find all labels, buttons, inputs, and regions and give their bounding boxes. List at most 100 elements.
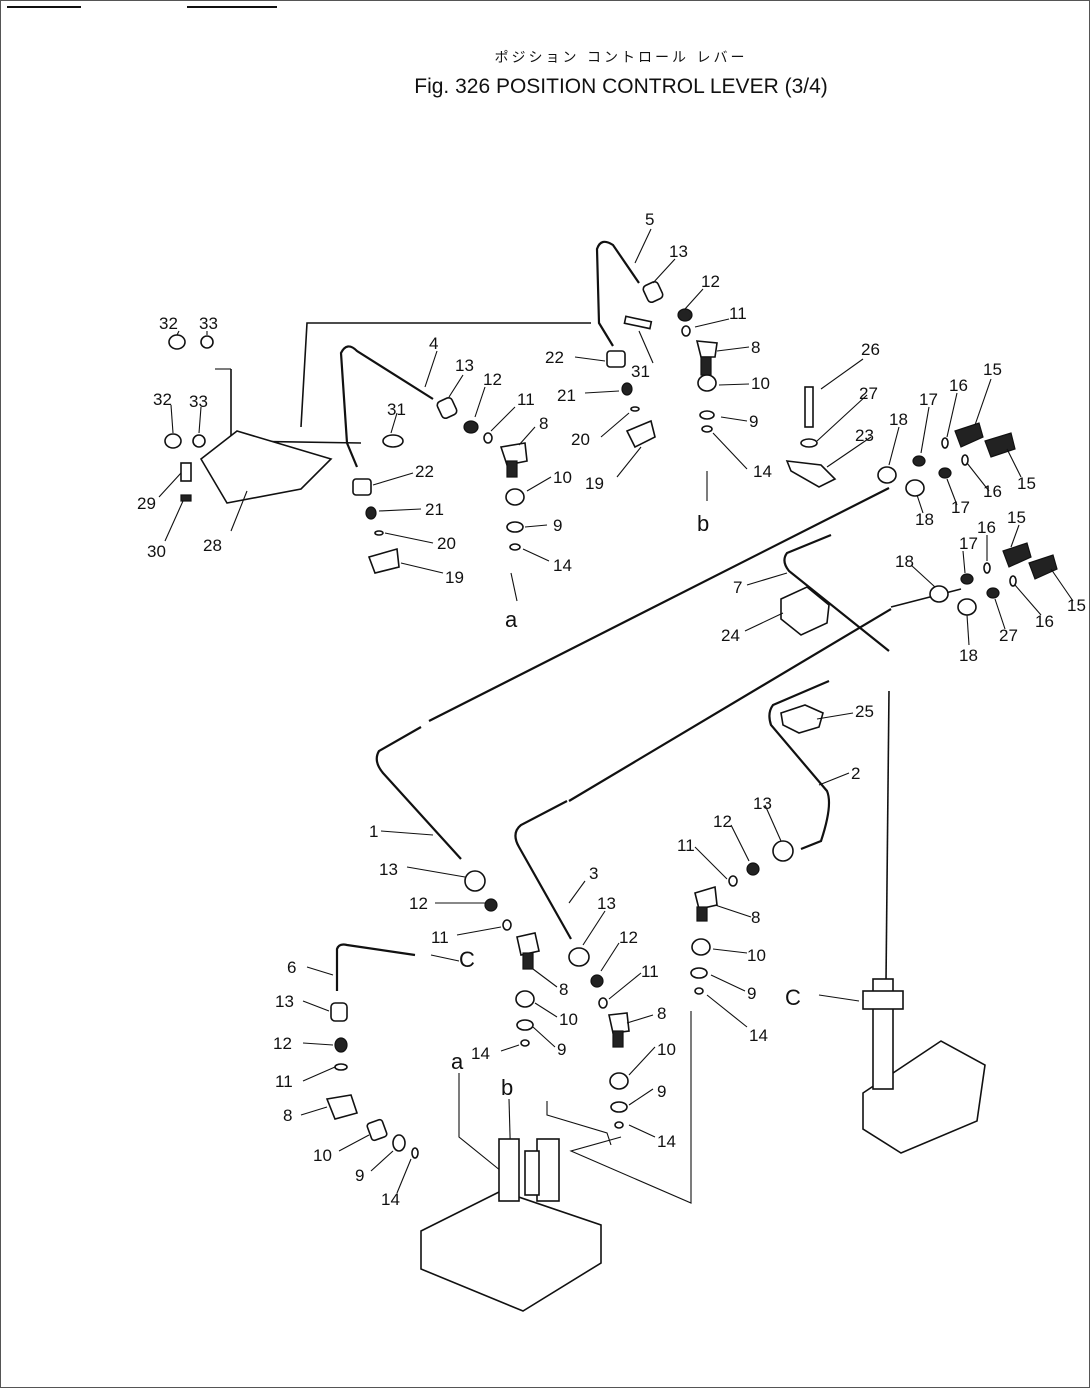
elbow-8 (499, 442, 528, 466)
o-ring-11 (502, 919, 512, 931)
elbow-19 (367, 547, 400, 574)
o-ring-14 (701, 425, 713, 433)
washer-9 (699, 410, 715, 420)
elbow-8 (694, 885, 718, 910)
nut-13 (464, 870, 486, 892)
pipe-6 (335, 943, 416, 991)
figure-title: Fig. 326 POSITION CONTROL LEVER (3/4) (414, 75, 828, 98)
valve-port (524, 1150, 540, 1196)
elbow-8-stem (506, 460, 518, 478)
sleeve-12 (677, 308, 693, 322)
arrow-a (510, 572, 518, 602)
nut-32 (164, 433, 182, 449)
bolt-26 (804, 386, 814, 428)
o-ring-16 (1009, 575, 1017, 587)
line-d (569, 1011, 692, 1204)
callout-16: 16 (983, 482, 1002, 501)
callout-15: 15 (983, 360, 1002, 379)
callout-18: 18 (959, 646, 978, 665)
callout-23: 23 (855, 426, 874, 445)
nut-10 (691, 938, 711, 956)
callout-32: 32 (153, 390, 172, 409)
clamp-25 (780, 704, 824, 734)
callout-13: 13 (379, 860, 398, 879)
callout-27: 27 (999, 626, 1018, 645)
callout-13: 13 (275, 992, 294, 1011)
callout-10: 10 (313, 1146, 332, 1165)
callout-22: 22 (545, 348, 564, 367)
nut-10 (697, 374, 717, 392)
callout-6: 6 (287, 958, 296, 977)
sleeve-12 (484, 898, 498, 912)
nut-13 (642, 280, 664, 304)
elbow-19 (625, 419, 656, 449)
clamp-24 (780, 586, 830, 636)
callout-11: 11 (641, 962, 659, 981)
plug-21 (365, 506, 377, 520)
figure-title-japanese: ポジション コントロール レバー (494, 50, 748, 66)
pipe-2 (768, 679, 831, 851)
adapter-15 (954, 422, 984, 448)
pipe-7 (783, 533, 890, 652)
callout-13: 13 (597, 894, 616, 913)
callout-12: 12 (701, 272, 720, 291)
callout-9: 9 (355, 1166, 364, 1185)
callout-12: 12 (273, 1034, 292, 1053)
callout-20: 20 (571, 430, 590, 449)
callout-12: 12 (409, 894, 428, 913)
pipe-1-lower (375, 726, 462, 860)
elbow-8-stem (696, 906, 708, 922)
nut-13 (436, 396, 458, 420)
callout-9: 9 (749, 412, 758, 431)
callout-33: 33 (189, 392, 208, 411)
callout-10: 10 (559, 1010, 578, 1029)
callout-18: 18 (889, 410, 908, 429)
washer-30 (180, 494, 192, 502)
washer-33 (192, 434, 206, 448)
callout-18: 18 (895, 552, 914, 571)
pipe-5 (595, 240, 640, 347)
nut-18 (905, 479, 925, 497)
washer-9 (516, 1019, 534, 1031)
nut-13 (568, 947, 590, 967)
callout-11: 11 (729, 304, 747, 323)
o-ring-11 (598, 997, 608, 1009)
o-ring-11 (334, 1063, 348, 1071)
callout-30: 30 (147, 542, 166, 561)
callout-12: 12 (713, 812, 732, 831)
elbow-8-stem (612, 1030, 624, 1048)
callout-8: 8 (751, 908, 760, 927)
valve-port (536, 1138, 560, 1202)
callout-3: 3 (589, 864, 598, 883)
vertical-line (885, 690, 890, 982)
elbow-8 (516, 932, 540, 956)
cap-22 (352, 478, 372, 496)
callout-16: 16 (977, 518, 996, 537)
adapter-15 (1002, 542, 1032, 568)
callout-12: 12 (619, 928, 638, 947)
o-ring-11 (483, 432, 493, 444)
callout-27: 27 (859, 384, 878, 403)
callout-14: 14 (553, 556, 572, 575)
callout-16: 16 (1035, 612, 1054, 631)
o-ring-11 (681, 325, 691, 337)
callout-25: 25 (855, 702, 874, 721)
sleeve-27 (986, 587, 1000, 599)
sleeve-12 (334, 1037, 348, 1053)
sleeve-12 (746, 862, 760, 876)
callout-17: 17 (959, 534, 978, 553)
callout-9: 9 (747, 984, 756, 1003)
ring-20 (374, 530, 384, 536)
callout-15: 15 (1007, 508, 1026, 527)
callout-24: 24 (721, 626, 740, 645)
cap-22 (606, 350, 626, 368)
callout-16: 16 (949, 376, 968, 395)
nut-10 (609, 1072, 629, 1090)
callout-11: 11 (275, 1072, 293, 1091)
callout-14: 14 (657, 1132, 676, 1151)
callout-11: 11 (677, 836, 695, 855)
pipe-1-upper (428, 487, 890, 722)
valve-port (498, 1138, 520, 1202)
callout-10: 10 (751, 374, 770, 393)
